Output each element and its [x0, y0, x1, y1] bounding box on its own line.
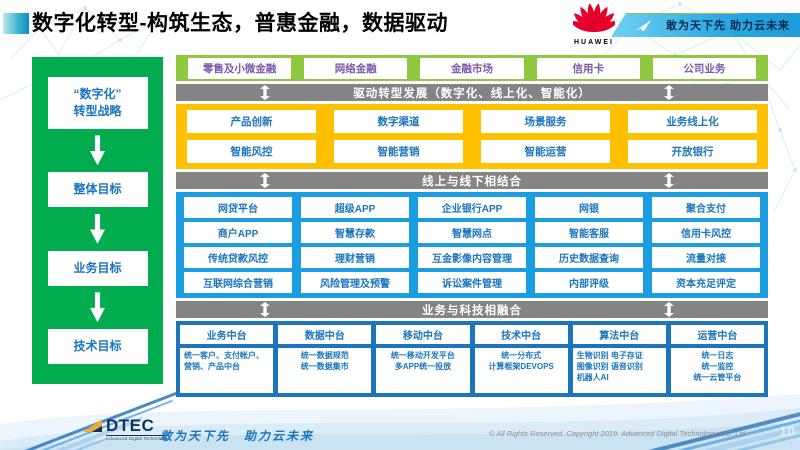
capability-cell: 场景服务	[481, 110, 610, 133]
capability-cell: 智能风控	[187, 140, 316, 163]
application-cell: 网贷平台	[184, 197, 292, 218]
application-cell: 风险管理及预警	[301, 272, 409, 293]
capability-cell: 业务线上化	[628, 110, 757, 133]
application-cell: 诉讼案件管理	[418, 272, 526, 293]
platform-header: 业务中台	[180, 325, 274, 344]
platform-header: 算法中台	[572, 325, 666, 344]
capability-cell: 智能运营	[481, 140, 610, 163]
application-cell: 智能客服	[535, 222, 643, 243]
capability-cell: 开放银行	[628, 140, 757, 163]
platform-content: 统一数据规范 统一数据集市	[278, 348, 372, 393]
application-cell: 智慧存款	[301, 222, 409, 243]
platform-column-business: 业务中台 统一客户、支付帐户、营销、产品中台	[180, 325, 274, 393]
application-cell: 互金影像内容管理	[418, 247, 526, 268]
sidebar-item-tech-goal: 技术目标	[47, 329, 148, 364]
platform-header: 移动中台	[376, 325, 470, 344]
platform-content: 统一移动开发平台 多APP统一投放	[376, 348, 470, 393]
updown-arrow-icon	[260, 173, 270, 188]
title-accent-bar	[3, 13, 29, 34]
platform-column-mobile: 移动中台 统一移动开发平台 多APP统一投放	[376, 325, 470, 393]
application-cell: 企业银行APP	[418, 197, 526, 218]
capability-cell: 产品创新	[187, 110, 316, 133]
divider-bar-transformation: 驱动转型发展（数字化、线上化、智能化）	[176, 84, 768, 101]
business-lines-row: 零售及小微金融 网络金融 金融市场 信用卡 公司业务	[176, 55, 768, 81]
paper-plane-icon	[636, 19, 651, 31]
application-cell: 历史数据查询	[535, 247, 643, 268]
platform-header: 运营中台	[670, 325, 765, 344]
application-cell: 商户APP	[184, 222, 292, 243]
application-cell: 流量对接	[652, 247, 760, 268]
business-line: 零售及小微金融	[188, 57, 292, 79]
corner-streaks-right	[640, 403, 800, 450]
platform-column-data: 数据中台 统一数据规范 统一数据集市	[278, 325, 372, 393]
updown-arrow-icon	[664, 85, 674, 100]
divider-bar-label: 线上与线下相结合	[422, 175, 522, 188]
dtec-arrow-icon	[83, 419, 102, 432]
huawei-logo: HUAWEI	[570, 3, 618, 46]
platform-column-tech: 技术中台 统一分布式 计算框架DEVOPS	[474, 325, 568, 393]
application-cell: 内部评级	[535, 272, 643, 293]
platform-header: 数据中台	[278, 325, 372, 344]
huawei-flower-icon	[570, 3, 618, 33]
platform-content: 统一客户、支付帐户、营销、产品中台	[180, 348, 274, 393]
down-arrow-icon	[90, 135, 105, 166]
application-cell: 信用卡风控	[652, 222, 760, 243]
copyright-text: © All Rights Reserved. Copyright 2019. A…	[489, 429, 746, 438]
huawei-wordmark: HUAWEI	[574, 39, 614, 46]
updown-arrow-icon	[664, 302, 674, 317]
platform-content: 统一日志 统一监控 统一云管平台	[670, 348, 765, 393]
application-cell: 智慧网点	[418, 222, 526, 243]
platform-header: 技术中台	[474, 325, 568, 344]
divider-bar-online-offline: 线上与线下相结合	[176, 172, 768, 189]
main-diagram: 零售及小微金融 网络金融 金融市场 信用卡 公司业务 驱动转型发展（数字化、线上…	[176, 55, 768, 397]
platform-content: 统一分布式 计算框架DEVOPS	[474, 348, 568, 393]
page-title: 数字化转型-构筑生态，普惠金融，数据驱动	[32, 12, 448, 35]
banner-slogan: 敢为天下先 助力云未来	[666, 20, 791, 32]
dtec-subtext: Advanced Digital Technology	[106, 435, 168, 442]
capability-cell: 数字渠道	[334, 110, 463, 133]
application-cell: 资本充足评定	[652, 272, 760, 293]
business-line: 金融市场	[420, 57, 524, 79]
updown-arrow-icon	[260, 302, 270, 317]
platform-content: 生物识别 电子存证 图像识别 语音识别 机器人AI	[572, 348, 666, 393]
capability-cell: 智能营销	[334, 140, 463, 163]
divider-bar-label: 业务与科技相融合	[422, 304, 522, 317]
application-cell: 互联网综合营销	[184, 272, 292, 293]
business-line: 网络金融	[304, 57, 408, 79]
sidebar-item-overall-goal: 整体目标	[47, 172, 148, 208]
strategy-sidebar: “数字化” 转型战略 整体目标 业务目标 技术目标	[32, 57, 163, 384]
sidebar-item-business-goal: 业务目标	[47, 250, 148, 286]
capability-block: 产品创新 数字渠道 场景服务 业务线上化 智能风控 智能营销 智能运营 开放银行	[176, 104, 768, 169]
updown-arrow-icon	[664, 173, 674, 188]
header-slogan-banner: 敢为天下先 助力云未来	[611, 13, 800, 37]
footer-slogan: 敢为天下先 助力云未来	[160, 429, 315, 443]
business-line: 信用卡	[536, 57, 640, 79]
platform-column-algorithm: 算法中台 生物识别 电子存证 图像识别 语音识别 机器人AI	[572, 325, 666, 393]
application-cell: 聚合支付	[652, 197, 760, 218]
divider-bar-tech-fusion: 业务与科技相融合	[176, 301, 768, 318]
down-arrow-icon	[90, 213, 105, 244]
dtec-wordmark: DTEC	[106, 416, 155, 435]
down-arrow-icon	[90, 292, 105, 323]
updown-arrow-icon	[260, 85, 270, 100]
sidebar-item-strategy: “数字化” 转型战略	[47, 77, 148, 129]
business-line: 公司业务	[652, 57, 757, 79]
application-cell: 网银	[535, 197, 643, 218]
page-number: 10	[779, 423, 795, 439]
banner-green-edge	[618, 13, 740, 14]
application-cell: 超级APP	[301, 197, 409, 218]
divider-bar-label: 驱动转型发展（数字化、线上化、智能化）	[353, 87, 591, 100]
application-cell: 理财营销	[301, 247, 409, 268]
middle-platform-block: 业务中台 统一客户、支付帐户、营销、产品中台 数据中台 统一数据规范 统一数据集…	[176, 321, 768, 397]
application-block: 网贷平台 超级APP 企业银行APP 网银 聚合支付 商户APP 智慧存款 智慧…	[176, 192, 768, 298]
application-cell: 传统贷款风控	[184, 247, 292, 268]
platform-column-operation: 运营中台 统一日志 统一监控 统一云管平台	[670, 325, 765, 393]
dtec-logo: DTEC Advanced Digital Technology	[82, 416, 168, 442]
